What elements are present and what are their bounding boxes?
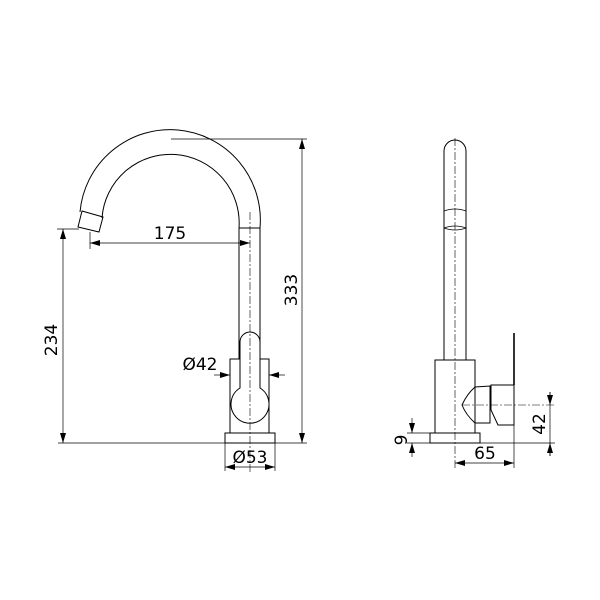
side-base-plate [429,432,481,444]
spout-outer-arc [79,129,261,229]
aerator-tip [77,210,104,233]
dim-label-d53: Ø53 [232,448,267,468]
dim-label-9: 9 [392,435,412,446]
dim-label-d42: Ø42 [182,355,217,375]
dim-label-333: 333 [282,274,302,306]
dim-label-234: 234 [42,324,62,356]
side-view: 9 65 42 [392,138,555,470]
stem-band-2 [443,225,468,231]
dim-label-175: 175 [154,224,186,244]
dim-label-65: 65 [474,444,496,464]
dim-label-42: 42 [530,413,550,435]
valve-cartridge [461,385,491,424]
handle-body [490,384,515,426]
front-view: 175 234 333 Ø42 Ø53 [42,129,307,472]
spout-inner-arc [101,153,240,229]
